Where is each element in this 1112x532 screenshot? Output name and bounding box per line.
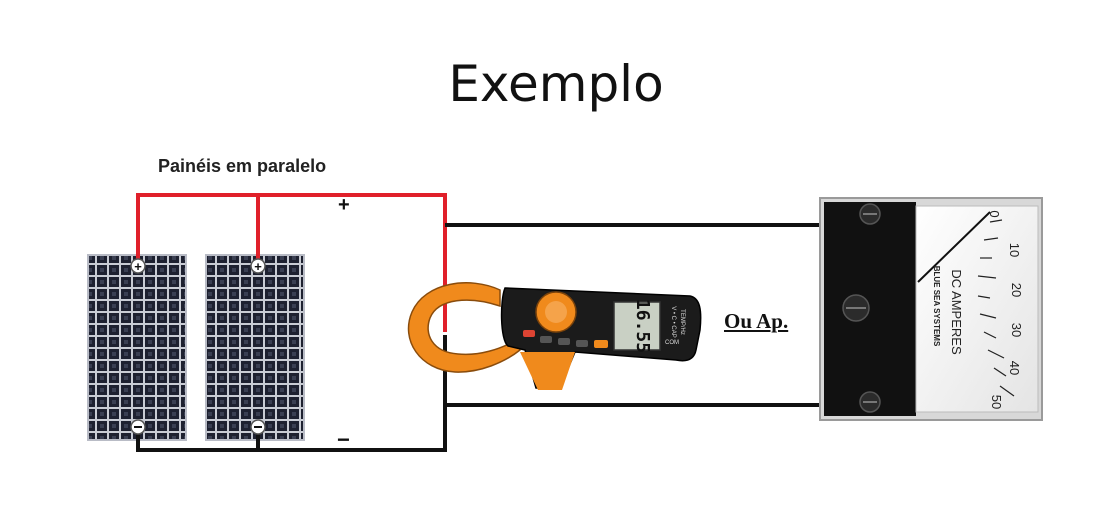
svg-text:+: + <box>134 259 142 274</box>
alternative-label: Ou Ap. <box>724 309 789 333</box>
negative-terminal-icon <box>130 419 266 435</box>
solar-panel-1 <box>87 254 187 441</box>
meter-display-value: 16.55 <box>632 299 653 353</box>
scale-tick-label: 30 <box>1009 323 1024 337</box>
positive-wire <box>136 193 447 332</box>
scale-tick-label: 50 <box>989 395 1004 409</box>
svg-text:+: + <box>254 259 262 274</box>
page-title: Exemplo <box>448 55 664 113</box>
clamp-meter <box>407 282 702 390</box>
meter-com-label: COM <box>665 340 679 346</box>
ammeter-brand-label: BLUE SEA SYSTEMS <box>932 266 941 347</box>
diagram-subtitle: Painéis em paralelo <box>158 156 327 176</box>
scale-tick-label: 40 <box>1007 361 1022 375</box>
positive-terminal-icon: + + <box>130 258 266 274</box>
ammeter-units-label: DC AMPERES <box>949 269 964 355</box>
negative-polarity-label: − <box>337 427 350 452</box>
negative-wire <box>136 223 880 452</box>
solar-panel-2 <box>205 254 305 441</box>
scale-tick-label: 10 <box>1007 243 1022 257</box>
positive-polarity-label: + <box>338 194 350 216</box>
scale-tick-label: 20 <box>1009 283 1024 297</box>
analog-ammeter <box>819 197 1043 421</box>
scale-tick-label: 0 <box>987 210 1002 217</box>
meter-side-text-2: TEMP/Hz <box>679 309 685 335</box>
ammeter-scale-labels: 0 10 20 30 40 50 <box>987 210 1024 409</box>
meter-side-text: V • C • CAP <box>670 306 676 338</box>
